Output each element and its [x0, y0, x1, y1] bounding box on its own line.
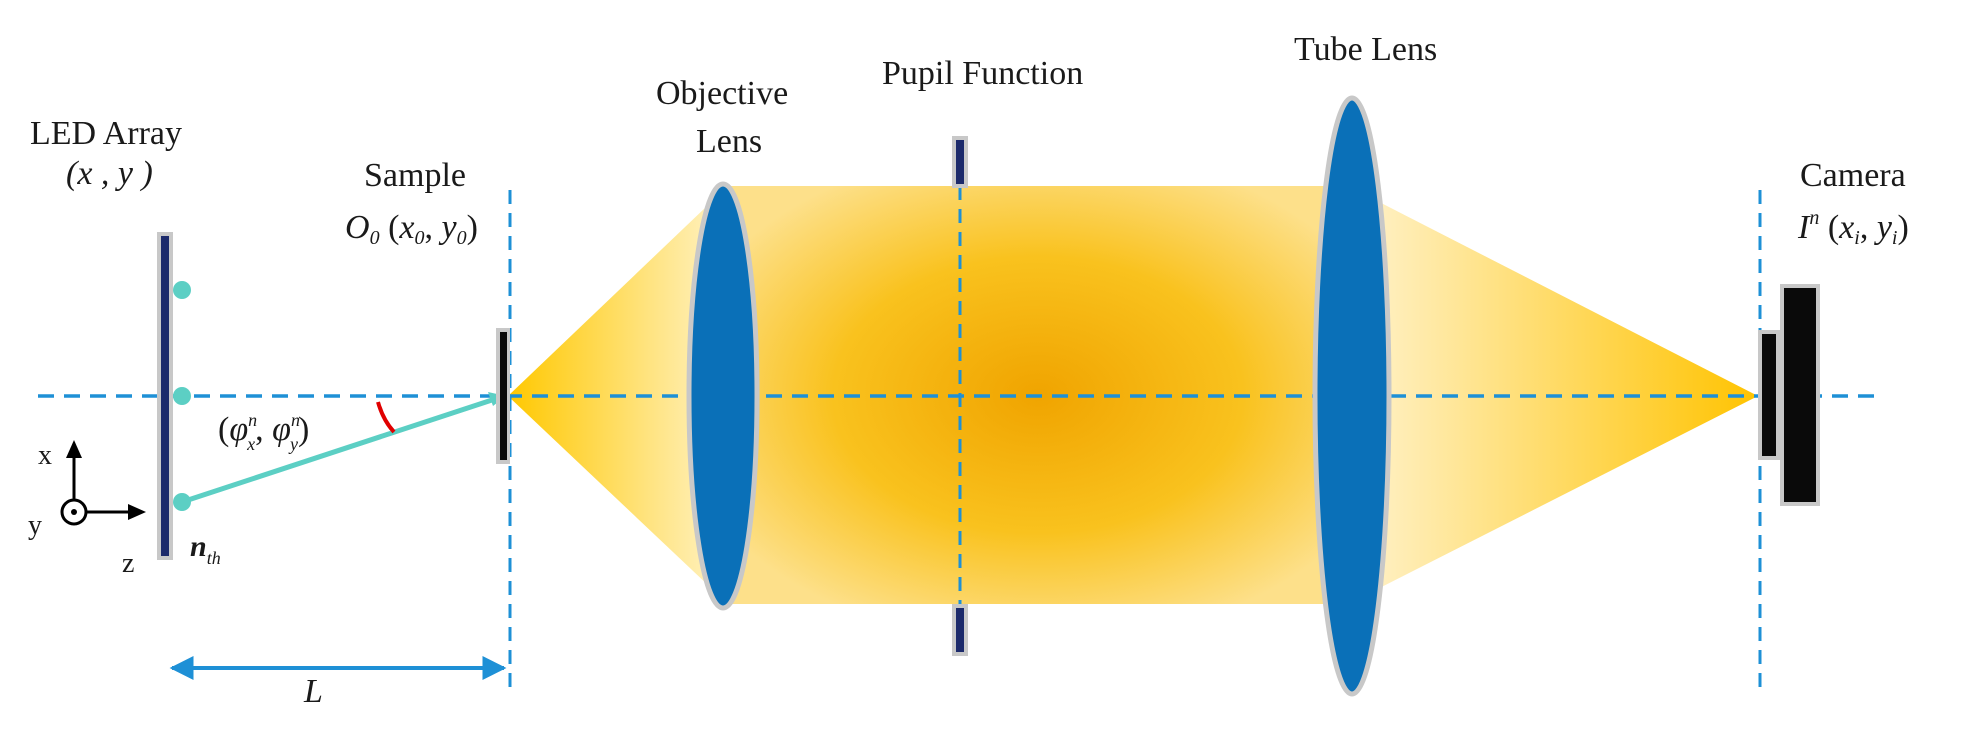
- sample-label: Sample: [364, 157, 466, 194]
- axis-y-label: y: [28, 510, 42, 541]
- objective-lens[interactable]: [686, 181, 760, 611]
- nth-label: nth: [190, 530, 221, 568]
- angle-arc: [376, 401, 396, 434]
- camera-label: Camera: [1800, 157, 1906, 194]
- led-array-bar: [161, 236, 169, 556]
- axis-x-arrowhead: [66, 440, 82, 458]
- pupil-function-label: Pupil Function: [882, 55, 1083, 92]
- sample-coords-label: O0 (x0, y0): [345, 209, 478, 249]
- illumination-ray: [181, 397, 493, 505]
- led-dot-top: [173, 281, 191, 299]
- axis-x-label: x: [38, 440, 52, 471]
- pupil-aperture-bottom: [956, 608, 964, 652]
- led-dot-center: [173, 387, 191, 405]
- tube-lens[interactable]: [1312, 95, 1392, 697]
- objective-label-line1: Objective: [656, 75, 788, 112]
- camera-coords-label: In (xi, yi): [1797, 207, 1909, 249]
- camera-body: [1784, 288, 1816, 502]
- tube-lens-label: Tube Lens: [1294, 31, 1437, 68]
- objective-label-line2: Lens: [696, 123, 762, 160]
- axis-y-dot: [71, 509, 77, 515]
- distance-label: L: [303, 673, 323, 710]
- sample-plate: [500, 332, 507, 460]
- led-coords-label: (x , y ): [66, 155, 153, 192]
- pupil-aperture-top: [956, 140, 964, 184]
- axis-z-arrowhead: [128, 504, 146, 520]
- led-array-label: LED Array: [30, 115, 182, 152]
- camera-sensor: [1762, 334, 1776, 456]
- axis-z-label: z: [122, 548, 134, 579]
